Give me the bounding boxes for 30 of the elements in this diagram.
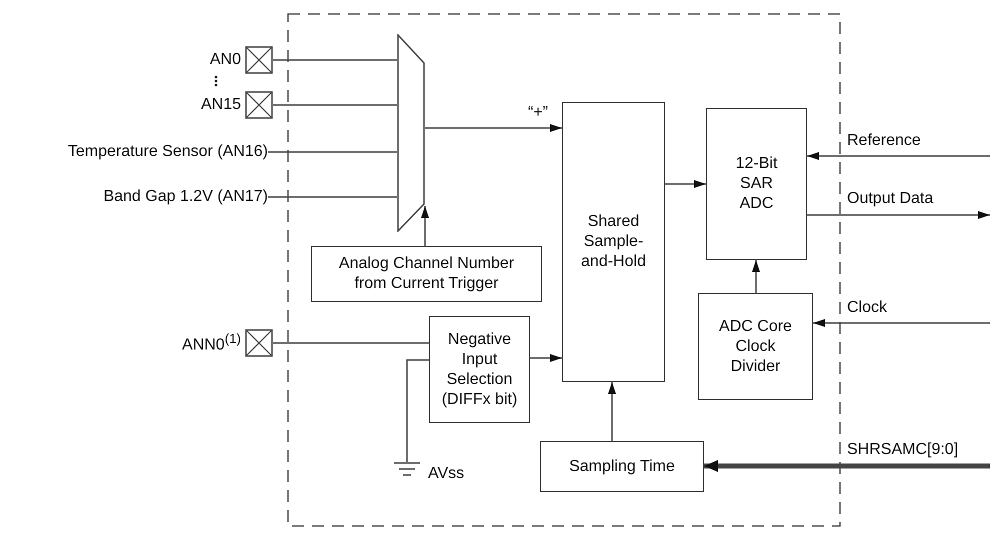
arrow [425,124,562,132]
function-block: Analog Channel Number from Current Trigger [311,246,542,302]
signal-line [268,151,397,153]
function-block: 12-Bit SAR ADC [706,108,807,260]
signal-line [406,359,429,462]
arrow [665,180,706,188]
signal-label: Band Gap 1.2V (AN17) [0,185,268,209]
function-block: Sampling Time [540,441,704,492]
edge-label: SHRSAMC[9:0] [846,441,960,459]
signal-line [273,59,397,61]
arrow [421,206,429,246]
edge-label: Output Data [846,190,934,208]
pin-label: ANN0$^{(1)}$ [182,331,241,355]
bus-arrow [704,460,990,472]
arrow [807,211,990,219]
arrow [530,354,562,362]
arrow [752,260,760,293]
signal-label: Temperature Sensor (AN16) [0,140,268,164]
function-block: ADC Core Clock Divider [698,293,813,400]
function-block: Negative Input Selection (DIFFx bit) [429,316,530,423]
arrow [608,382,616,441]
arrow [807,152,990,160]
signal-line [273,342,429,344]
ground-label: AVss [428,465,464,483]
signal-line [268,196,397,198]
pin-label: AN15 [200,96,241,114]
pin-label: AN0 [210,50,241,68]
arrow [813,319,990,327]
function-block: Shared Sample-and-Hold [562,102,665,382]
signal-line [273,104,397,106]
